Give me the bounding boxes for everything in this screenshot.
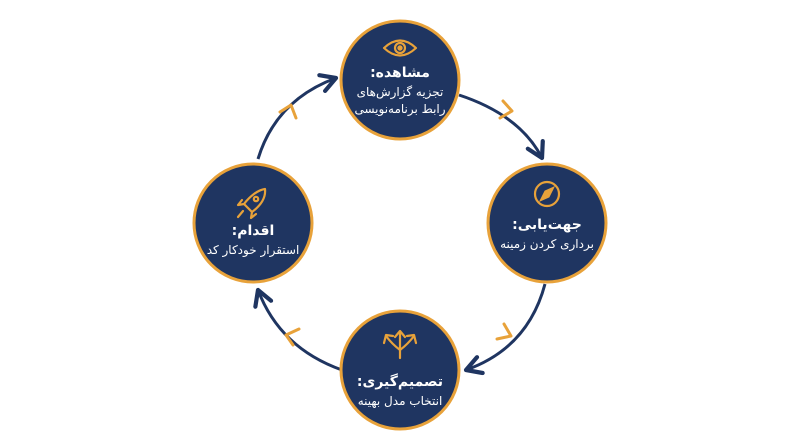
chevron-decide-act [284, 327, 301, 347]
node-orient-text: جهت‌یابی: برداری کردن زمینه [492, 216, 602, 253]
node-observe-circle [339, 19, 461, 141]
node-decide-title: تصمیم‌گیری: [356, 374, 444, 390]
node-decide-text: تصمیم‌گیری: انتخاب مدل بهینه [345, 373, 455, 410]
node-decide-circle [339, 309, 461, 431]
node-act-text: اقدام: استقرار خودکار کد [198, 222, 308, 259]
node-observe-desc: تجزیه گزارش‌های رابط برنامه‌نویسی [354, 85, 446, 116]
compass-icon [533, 180, 561, 208]
rocket-icon [236, 187, 267, 220]
node-orient-desc: برداری کردن زمینه [500, 237, 594, 251]
node-observe-title: مشاهده: [370, 65, 430, 81]
node-orient-circle [486, 162, 608, 284]
node-orient-title: جهت‌یابی: [512, 217, 582, 233]
node-act-title: اقدام: [231, 223, 275, 239]
arc-orient-to-decide [463, 283, 547, 376]
branch-arrows-icon [382, 329, 418, 360]
eye-icon [382, 39, 418, 57]
node-decide-desc: انتخاب مدل بهینه [357, 394, 443, 408]
chevron-observe-orient [498, 99, 514, 120]
node-act-circle [192, 162, 314, 284]
node-act-desc: استقرار خودکار کد [206, 243, 300, 257]
chevron-act-observe [278, 103, 298, 120]
node-observe-text: مشاهده: تجزیه گزارش‌های رابط برنامه‌نویس… [345, 64, 455, 118]
chevron-orient-decide [495, 322, 513, 341]
arc-observe-to-orient [458, 93, 545, 161]
